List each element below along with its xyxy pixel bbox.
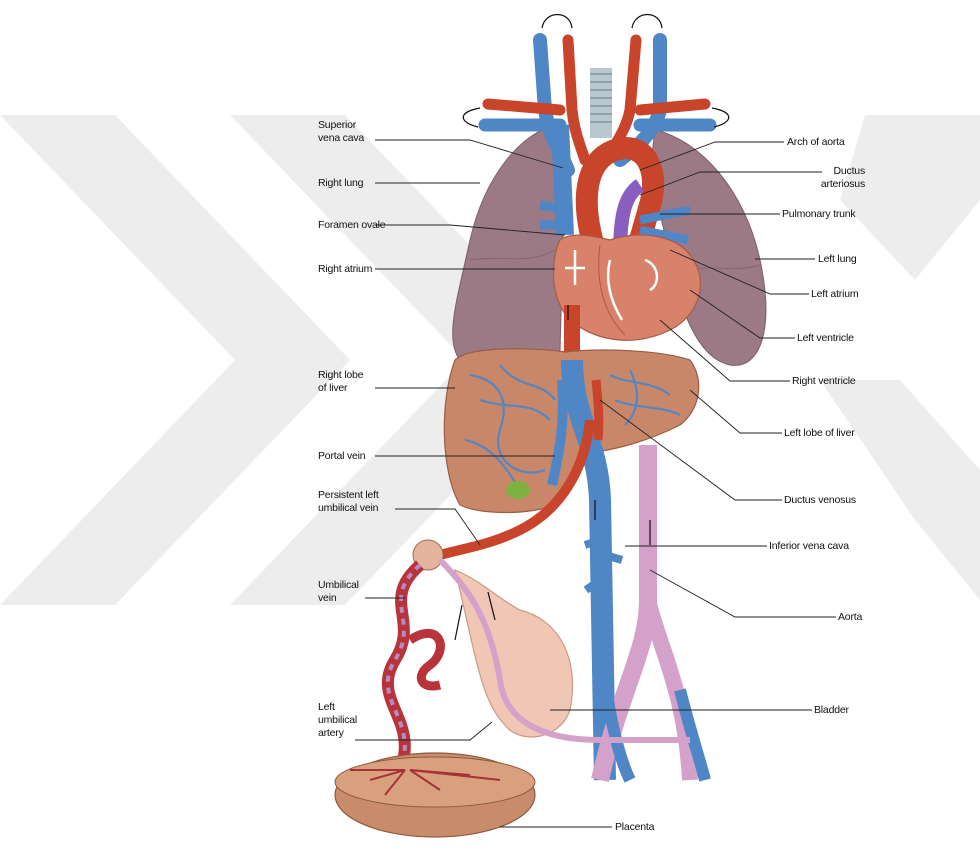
label-right-lung: Right lung [318, 177, 363, 190]
label-pulmonary-trunk: Pulmonary trunk [782, 208, 855, 221]
label-right-ventricle: Right ventricle [792, 375, 856, 388]
label-umbilical-vein: Umbilical vein [318, 579, 359, 605]
label-persistent-left-umbilical-vein: Persistent left umbilical vein [318, 489, 379, 515]
label-left-ventricle: Left ventricle [797, 332, 854, 345]
label-bladder: Bladder [814, 704, 849, 717]
ductus-venosus [596, 380, 599, 440]
superior-vena-cava [560, 125, 565, 235]
label-aorta: Aorta [838, 611, 862, 624]
label-right-atrium: Right atrium [318, 263, 372, 276]
label-inferior-vena-cava: Inferior vena cava [769, 540, 849, 553]
gallbladder [506, 481, 530, 499]
label-ductus-arteriosus: Ductus arteriosus [800, 165, 865, 191]
label-foramen-ovale: Foramen ovale [318, 219, 385, 232]
umbilical-loop [410, 633, 440, 686]
label-placenta: Placenta [615, 821, 654, 834]
label-left-umbilical-artery: Left umbilical artery [318, 701, 357, 740]
label-ductus-venosus: Ductus venosus [784, 494, 856, 507]
label-left-atrium: Left atrium [811, 288, 858, 301]
label-right-lobe-of-liver: Right lobe of liver [318, 369, 363, 395]
label-portal-vein: Portal vein [318, 450, 365, 463]
label-left-lung: Left lung [818, 253, 856, 266]
label-left-lobe-of-liver: Left lobe of liver [784, 427, 855, 440]
label-arch-of-aorta: Arch of aorta [787, 136, 845, 149]
right-lung [453, 125, 565, 376]
trachea [590, 68, 612, 138]
label-superior-vena-cava: Superior vena cava [318, 119, 364, 145]
